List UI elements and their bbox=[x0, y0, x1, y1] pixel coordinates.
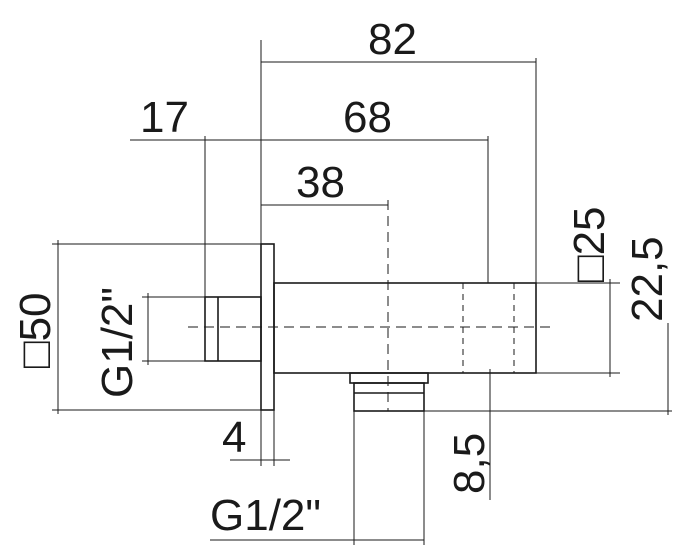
dimension-labels: 82 17 68 38 4 G1/2" □25 22,5 □50 G1/2" 8… bbox=[11, 15, 672, 540]
dim-flange-square: □50 bbox=[11, 292, 60, 368]
dim-overall-length: 82 bbox=[368, 15, 417, 64]
dim-body-length: 68 bbox=[343, 93, 392, 142]
hidden-lines bbox=[462, 283, 515, 373]
outlet-thread bbox=[353, 382, 425, 412]
dim-outlet-position: 38 bbox=[296, 158, 345, 207]
dim-flange-thickness: 4 bbox=[222, 413, 246, 462]
inlet-thread-stub bbox=[204, 296, 262, 362]
dim-thread-length: 17 bbox=[140, 93, 189, 142]
square-body bbox=[273, 282, 537, 374]
dim-outlet-height: 8,5 bbox=[445, 433, 494, 494]
part-outline bbox=[204, 243, 537, 412]
dim-square-body: □25 bbox=[565, 206, 614, 282]
dim-inlet-thread: G1/2" bbox=[93, 287, 142, 398]
dim-outlet-offset: 22,5 bbox=[623, 236, 672, 322]
center-lines bbox=[188, 200, 556, 411]
outlet-nut bbox=[349, 372, 429, 384]
dim-outlet-thread: G1/2" bbox=[210, 491, 321, 540]
dimension-lines bbox=[52, 40, 672, 545]
